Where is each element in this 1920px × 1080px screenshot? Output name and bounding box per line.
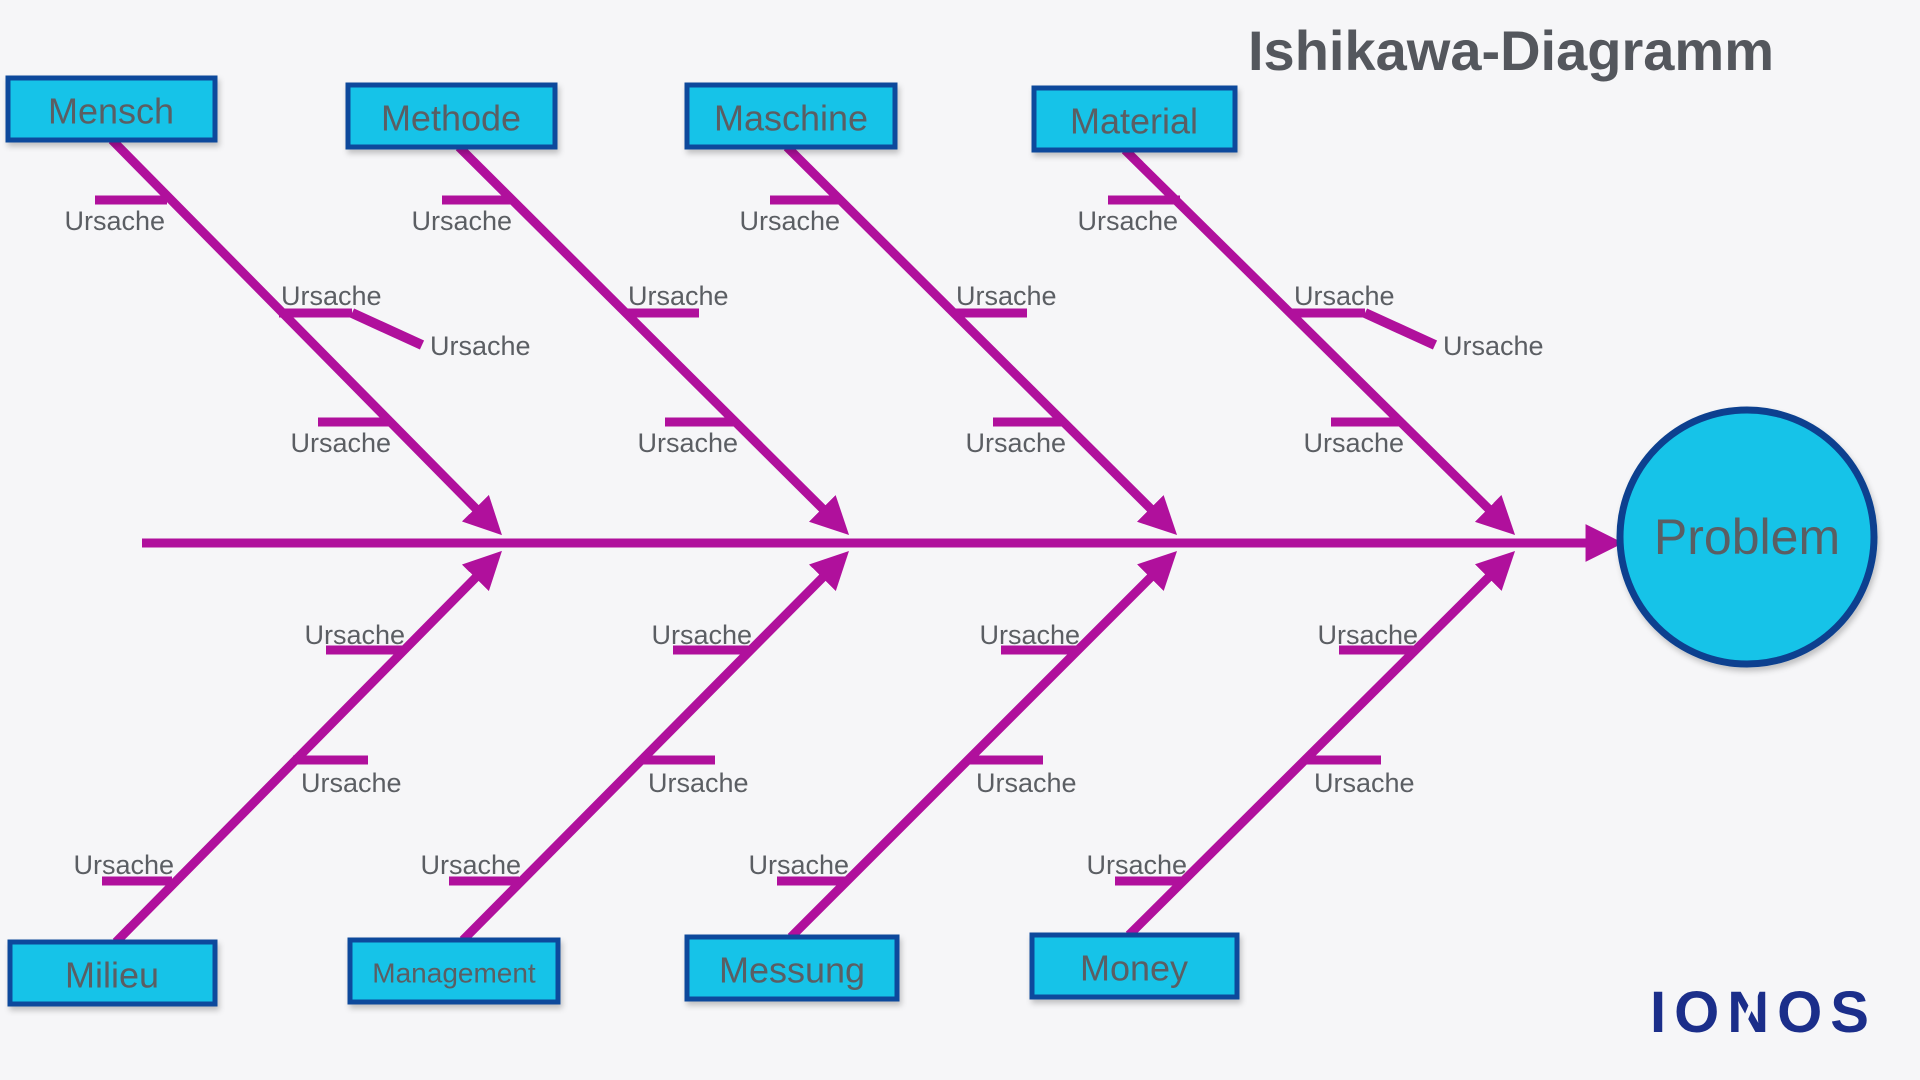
branch-mensch: Ursache Ursache Ursache Ursache Mensch <box>5 75 531 536</box>
cause-subbranch <box>349 308 425 350</box>
cause-label: Ursache <box>956 281 1057 311</box>
cause-label: Ursache <box>301 768 402 798</box>
cause-label: Ursache <box>1303 428 1404 458</box>
branch-money: Ursache Ursache Ursache Money <box>1029 551 1516 1000</box>
bone-mensch <box>108 136 502 536</box>
category-box-money <box>1029 932 1240 1000</box>
category-box-mensch <box>5 75 218 143</box>
brand-logo-slash <box>1738 983 1763 1031</box>
bone-messung <box>787 550 1178 941</box>
cause-label: Ursache <box>1443 331 1544 361</box>
cause-label: Ursache <box>965 428 1066 458</box>
bone-milieu <box>112 550 502 946</box>
branch-messung: Ursache Ursache Ursache Messung <box>684 550 1178 1002</box>
cause-label: Ursache <box>420 850 521 880</box>
brand-logo-text: IONOS <box>1650 980 1877 1045</box>
cause-label: Ursache <box>73 850 174 880</box>
category-box-methode <box>345 82 558 150</box>
category-box-messung <box>684 934 900 1002</box>
category-label-management: Management <box>372 958 536 989</box>
category-label-maschine: Maschine <box>714 98 868 139</box>
category-label-milieu: Milieu <box>65 955 159 996</box>
cause-label: Ursache <box>637 428 738 458</box>
bone-material <box>1121 146 1516 535</box>
category-label-material: Material <box>1070 101 1198 142</box>
cause-label: Ursache <box>304 620 405 650</box>
cause-label: Ursache <box>1317 620 1418 650</box>
bone-management <box>459 550 849 944</box>
category-label-messung: Messung <box>719 950 865 991</box>
problem-node: Problem <box>1616 406 1878 668</box>
problem-label: Problem <box>1654 509 1840 565</box>
category-label-mensch: Mensch <box>48 91 174 132</box>
cause-label: Ursache <box>1294 281 1395 311</box>
branch-maschine: Ursache Ursache Ursache Maschine <box>684 82 1178 535</box>
category-box-maschine <box>684 82 898 150</box>
cause-label: Ursache <box>979 620 1080 650</box>
cause-label: Ursache <box>976 768 1077 798</box>
category-box-material <box>1031 85 1238 153</box>
branch-methode: Ursache Ursache Ursache Methode <box>345 82 850 535</box>
branch-management: Ursache Ursache Ursache Management <box>347 550 849 1005</box>
cause-subbranch <box>1362 308 1438 350</box>
page-title: Ishikawa-Diagramm <box>1248 19 1774 82</box>
cause-label: Ursache <box>64 206 165 236</box>
category-label-money: Money <box>1080 948 1188 989</box>
cause-label: Ursache <box>648 768 749 798</box>
cause-label: Ursache <box>651 620 752 650</box>
bone-maschine <box>783 143 1178 535</box>
bone-methode <box>455 143 850 535</box>
problem-circle <box>1616 406 1878 668</box>
branch-material: Ursache Ursache Ursache Ursache Material <box>1031 85 1544 535</box>
category-box-milieu <box>7 939 218 1007</box>
cause-label: Ursache <box>290 428 391 458</box>
cause-label: Ursache <box>430 331 531 361</box>
cause-label: Ursache <box>1314 768 1415 798</box>
cause-label: Ursache <box>1077 206 1178 236</box>
bone-money <box>1125 551 1516 939</box>
branch-milieu: Ursache Ursache Ursache Milieu <box>7 550 502 1007</box>
cause-label: Ursache <box>739 206 840 236</box>
category-label-methode: Methode <box>381 98 521 139</box>
cause-label: Ursache <box>748 850 849 880</box>
brand-logo: IONOS <box>1650 980 1877 1045</box>
cause-label: Ursache <box>1086 850 1187 880</box>
category-box-management <box>347 937 561 1005</box>
cause-label: Ursache <box>411 206 512 236</box>
cause-label: Ursache <box>281 281 382 311</box>
cause-label: Ursache <box>628 281 729 311</box>
